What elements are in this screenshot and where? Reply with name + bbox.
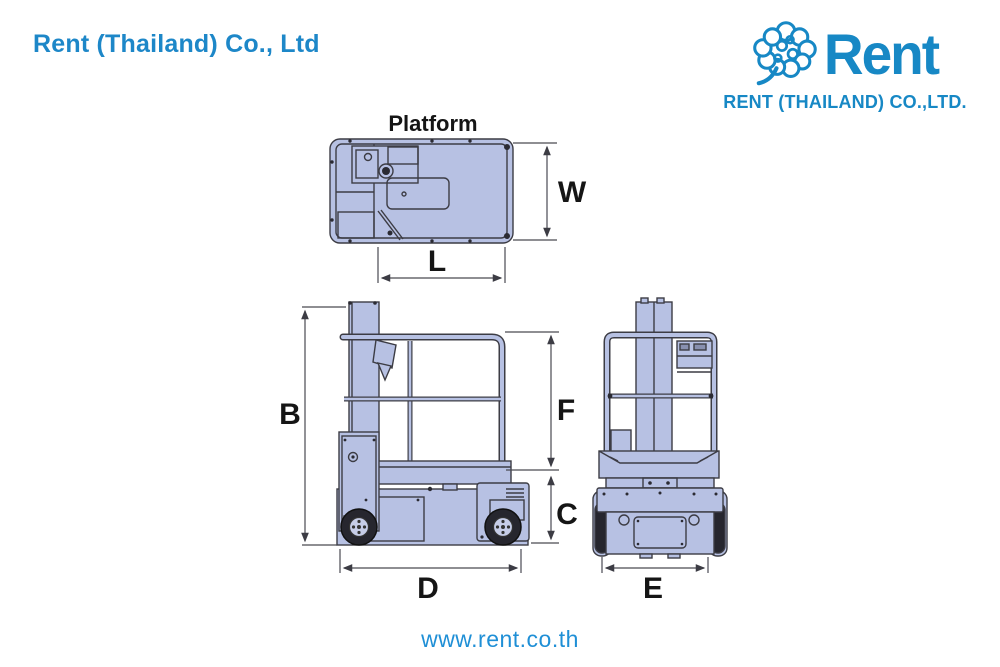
rear-view: E: [592, 297, 728, 605]
dim-c-label: C: [556, 498, 578, 531]
side-wheels: [340, 508, 522, 546]
dim-b: [301, 306, 346, 546]
rear-machine-bolts: [602, 393, 718, 546]
side-view: B F C D: [279, 301, 578, 605]
platform-bolts: [330, 139, 510, 243]
platform-view-title: Platform: [388, 111, 477, 136]
dim-w: [513, 142, 557, 241]
platform-outline: [329, 138, 514, 244]
dim-f: [505, 331, 559, 471]
company-name: Rent (Thailand) Co., Ltd: [33, 30, 320, 58]
dim-c: [531, 475, 559, 544]
dim-f-label: F: [557, 394, 575, 427]
dim-l-label: L: [428, 245, 446, 278]
dim-e-label: E: [643, 572, 663, 605]
rear-machine: [592, 297, 728, 559]
logo-row: Rent: [752, 18, 940, 90]
dim-d-label: D: [417, 572, 439, 605]
dim-b-label: B: [279, 398, 301, 431]
dim-l: [377, 247, 506, 283]
peony-flower-icon: [753, 21, 817, 86]
dim-w-label: W: [558, 176, 587, 209]
logo-brand-text: Rent: [823, 20, 940, 87]
dim-e: [601, 557, 709, 573]
logo-subtitle-text: RENT (THAILAND) CO.,LTD.: [723, 92, 967, 112]
company-logo: Rent RENT (THAILAND) CO.,LTD.: [723, 18, 967, 113]
dim-d: [339, 549, 522, 573]
website-link[interactable]: www.rent.co.th: [421, 626, 579, 652]
platform-top-view: Platform: [329, 111, 587, 283]
